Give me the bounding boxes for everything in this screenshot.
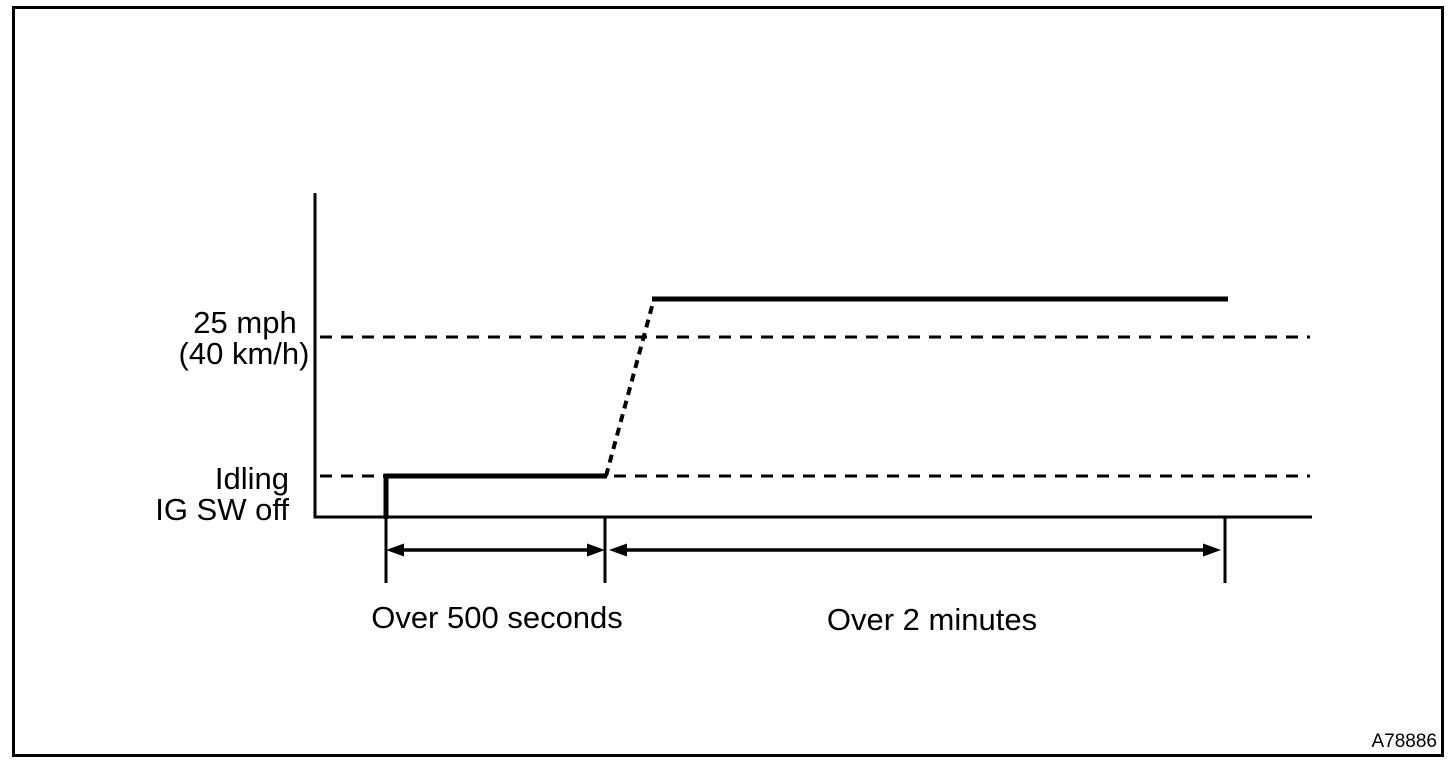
label-speed-high-line2: (40 km/h): [179, 336, 310, 371]
label-duration-phase1: Over 500 seconds: [371, 600, 623, 635]
arrow-right-icon: [1203, 543, 1221, 557]
label-speed-low-line1: Idling: [215, 461, 289, 496]
trace-idle-segment: [383, 473, 607, 519]
arrow-right-icon: [587, 543, 605, 557]
label-duration-phase2: Over 2 minutes: [827, 602, 1037, 637]
figure-code: A78886: [1371, 731, 1437, 752]
trace-acceleration-segment: [604, 298, 656, 477]
label-speed-high-line1: 25 mph: [193, 305, 296, 340]
figure-border: [12, 6, 1444, 757]
arrow-left-icon: [386, 543, 404, 557]
arrow-left-icon: [609, 543, 627, 557]
label-speed-low-line2: IG SW off: [155, 492, 289, 527]
